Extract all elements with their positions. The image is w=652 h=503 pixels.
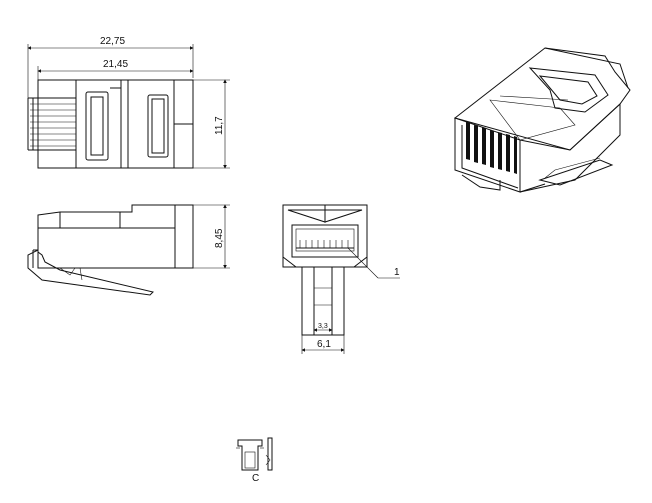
latch-outline: [27, 249, 154, 296]
top-body-outline: [37, 79, 194, 169]
dim-inner-width: 3,3: [318, 323, 328, 330]
isometric-view: [453, 47, 631, 193]
side-view: 8,45: [27, 204, 230, 296]
dim-total-length: 22,75: [100, 36, 125, 47]
dim-body-length: 21,45: [103, 59, 128, 70]
iso-front-face: [454, 117, 521, 193]
top-view: 22,75 21,45: [27, 36, 230, 169]
detail-label: C: [252, 473, 259, 484]
contact-slots-front: [296, 240, 354, 249]
iso-contact-slots: [461, 122, 519, 189]
front-latch: [301, 266, 345, 336]
dim-height: 8,45: [214, 228, 225, 248]
callout-contact: 1: [394, 267, 400, 278]
front-view: 1 3,3 6,1: [282, 204, 400, 354]
dim-width: 11,7: [214, 116, 225, 135]
detail-c: C: [236, 437, 273, 484]
contact-pins-top: [27, 97, 76, 151]
dim-outer-width: 6,1: [317, 339, 331, 350]
side-body-outline: [37, 204, 194, 269]
